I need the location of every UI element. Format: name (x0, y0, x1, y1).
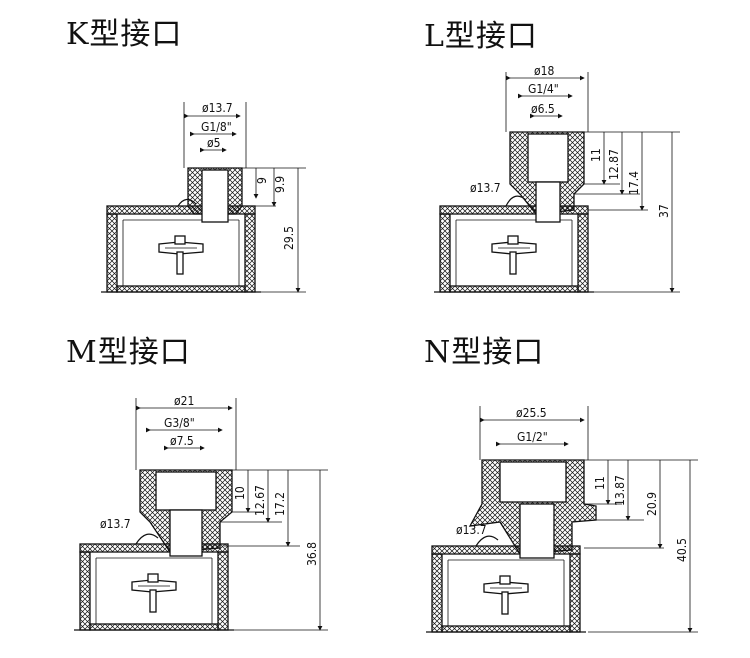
diagram-l: ø18 G1/4" ø6.5 ø13.7 11 12.87 17.4 37 (433, 64, 680, 293)
n-thread: G1/2" (517, 430, 548, 444)
title-l: L型接口 (424, 19, 538, 54)
l-side-dia: ø13.7 (470, 181, 501, 195)
k-h3: 29.5 (282, 226, 296, 250)
l-outer-dia: ø18 (534, 64, 554, 78)
diagram-n: ø25.5 G1/2" ø13.7 11 13.87 20.9 40.5 (425, 406, 698, 633)
m-h1: 10 (233, 486, 247, 500)
m-outer-dia: ø21 (174, 394, 194, 408)
k-h2: 9.9 (273, 176, 287, 193)
title-k: K型接口 (66, 17, 183, 52)
m-h2: 12.67 (253, 485, 267, 516)
k-inner-dia: ø5 (207, 136, 220, 150)
n-h1: 11 (593, 476, 607, 490)
n-side-dia: ø13.7 (456, 523, 487, 537)
n-h4: 40.5 (675, 538, 689, 562)
k-outer-dia: ø13.7 (202, 101, 233, 115)
l-h2: 12.87 (607, 149, 621, 180)
m-h3: 17.2 (273, 492, 287, 516)
n-outer-dia: ø25.5 (516, 406, 547, 420)
m-side-dia: ø13.7 (100, 517, 131, 531)
l-h4: 37 (657, 204, 671, 218)
l-thread: G1/4" (528, 82, 559, 96)
diagram-k: ø13.7 G1/8" ø5 9 9.9 29.5 (100, 101, 306, 293)
n-h2: 13.87 (613, 475, 627, 506)
n-h3: 20.9 (645, 492, 659, 516)
l-h3: 17.4 (627, 171, 641, 195)
diagram-m: ø21 G3/8" ø7.5 ø13.7 10 12.67 17.2 36.8 (73, 394, 328, 631)
l-inner-dia: ø6.5 (531, 102, 555, 116)
title-m: M型接口 (66, 335, 191, 370)
title-n: N型接口 (424, 335, 545, 370)
m-inner-dia: ø7.5 (170, 434, 194, 448)
m-thread: G3/8" (164, 416, 195, 430)
l-h1: 11 (589, 148, 603, 162)
k-thread: G1/8" (201, 120, 232, 134)
m-h4: 36.8 (305, 542, 319, 566)
k-h1: 9 (255, 177, 269, 184)
